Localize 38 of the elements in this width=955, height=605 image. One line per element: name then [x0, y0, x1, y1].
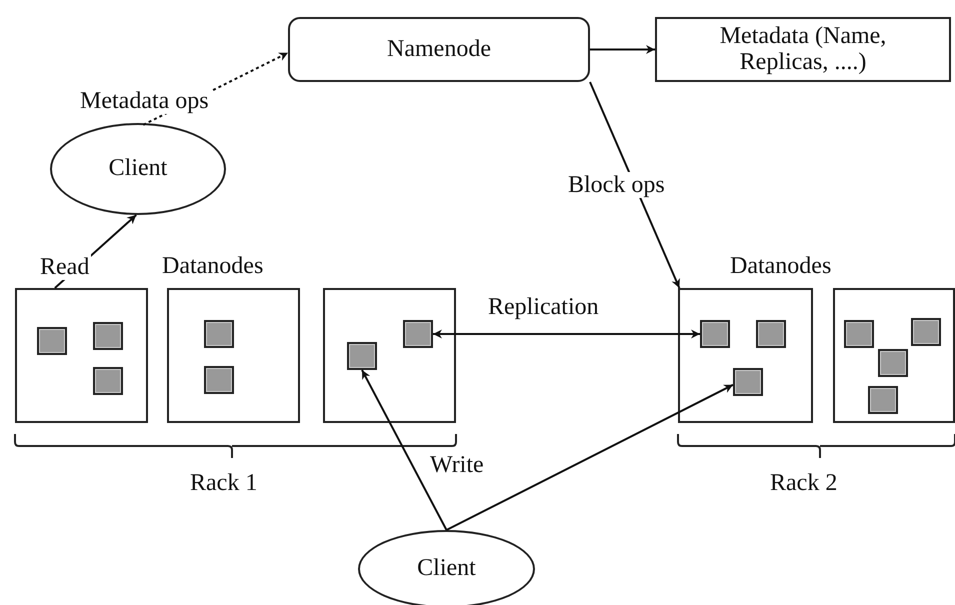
- data-block: [204, 320, 234, 348]
- data-block: [204, 366, 234, 394]
- edge-label: Replication: [486, 294, 601, 320]
- data-block: [403, 320, 433, 348]
- rack-label: Rack 1: [190, 470, 258, 497]
- data-block: [878, 349, 908, 377]
- node-label: Client: [108, 156, 168, 182]
- data-block: [756, 320, 786, 348]
- data-block: [678, 288, 813, 423]
- metadata-box: [655, 17, 951, 82]
- data-block: [347, 342, 377, 370]
- data-block: [700, 320, 730, 348]
- namenode-box: [288, 17, 590, 82]
- data-block: [93, 367, 123, 395]
- edge-label: Read: [38, 254, 92, 280]
- node-label: Metadata (Name, Replicas, ....): [718, 24, 888, 75]
- data-block: [93, 322, 123, 350]
- arrow: [433, 330, 700, 338]
- data-block: [911, 318, 941, 346]
- arrow: [590, 45, 655, 54]
- arrow: [361, 370, 448, 530]
- arrow: [446, 384, 734, 531]
- group-label: Datanodes: [162, 253, 264, 280]
- node-label: Client: [417, 556, 476, 582]
- data-block: [833, 288, 955, 423]
- data-block: [868, 386, 898, 414]
- data-block: [37, 327, 67, 355]
- edge-label: Block ops: [566, 172, 667, 198]
- data-block: [323, 288, 456, 423]
- group-label: Datanodes: [730, 253, 832, 280]
- data-block: [733, 368, 763, 396]
- arrow: [589, 82, 680, 288]
- node-label: Namenode: [387, 36, 491, 62]
- data-block: [167, 288, 300, 423]
- edge-label: Metadata ops: [78, 88, 211, 114]
- data-block: [15, 288, 148, 423]
- data-block: [844, 320, 874, 348]
- rack-label: Rack 2: [770, 470, 838, 497]
